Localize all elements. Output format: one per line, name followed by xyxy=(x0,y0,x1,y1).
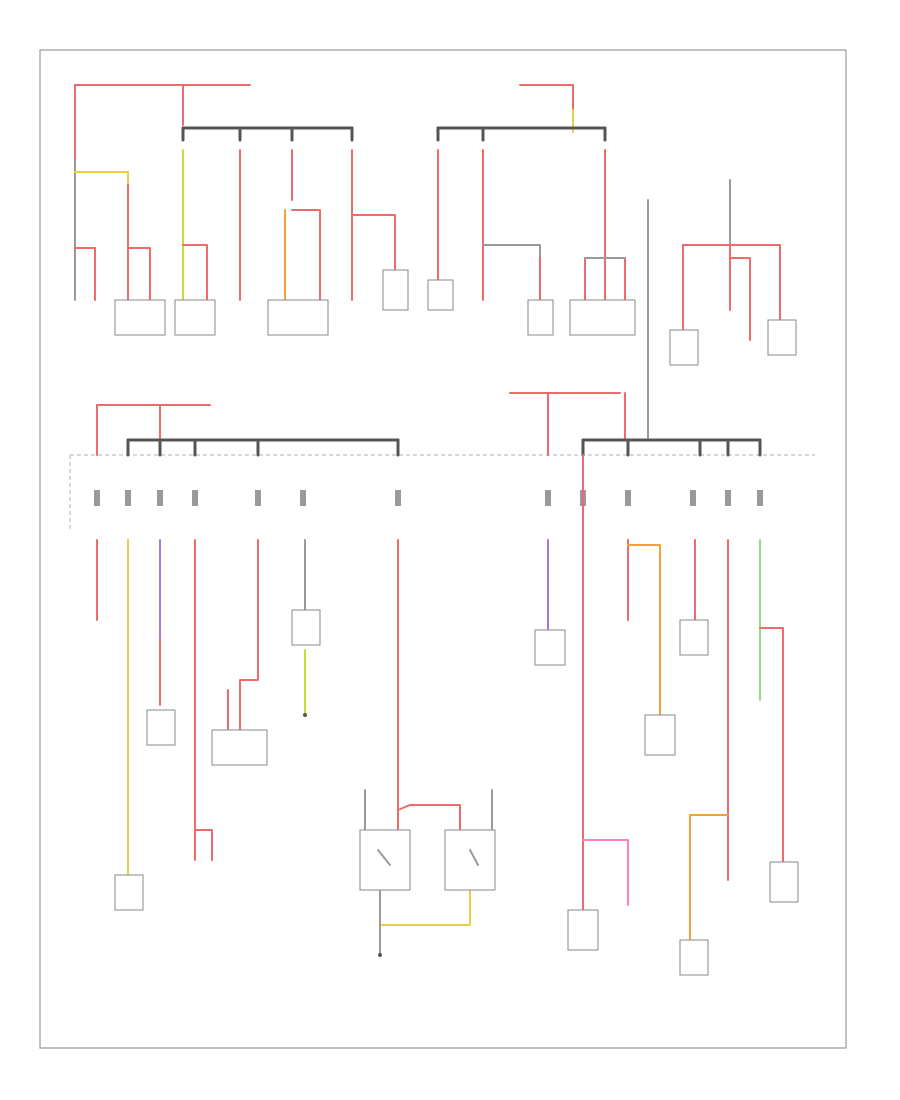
wire-gray xyxy=(364,789,493,831)
component-box xyxy=(669,329,699,366)
component-box xyxy=(174,299,216,336)
wire-gray xyxy=(482,244,541,301)
component-box xyxy=(679,939,709,976)
wire-red xyxy=(759,627,784,863)
wire-red xyxy=(584,257,626,301)
relay-box xyxy=(444,829,496,891)
component-box xyxy=(291,609,321,646)
lower-circuit-section xyxy=(96,454,799,976)
fuse xyxy=(94,490,100,506)
component-box xyxy=(769,861,799,903)
bus-bar xyxy=(126,438,400,457)
wire-red xyxy=(194,829,213,861)
upper-fuse-section xyxy=(74,84,797,441)
fuse xyxy=(255,490,261,506)
wire-red xyxy=(351,214,396,271)
component-box xyxy=(382,269,409,311)
bus-bar xyxy=(581,438,762,457)
wire-orange xyxy=(627,544,661,716)
component-box xyxy=(211,729,268,766)
component-box xyxy=(114,299,166,336)
fuse xyxy=(300,490,306,506)
ground-symbol xyxy=(303,713,307,717)
component-box xyxy=(567,909,599,951)
wire-red xyxy=(127,247,151,301)
middle-fuse-section xyxy=(94,392,763,506)
component-box xyxy=(569,299,636,336)
component-box xyxy=(267,299,329,336)
component-box xyxy=(644,714,676,756)
wire-yellow xyxy=(379,889,471,926)
diagram-frame xyxy=(39,49,847,1049)
fuse xyxy=(395,490,401,506)
bus-bar xyxy=(436,126,607,142)
fuse xyxy=(157,490,163,506)
ground-symbol xyxy=(378,953,382,957)
fuse xyxy=(690,490,696,506)
fuse xyxy=(625,490,631,506)
component-box xyxy=(679,619,709,656)
wire-orange xyxy=(689,814,729,941)
bus-bar xyxy=(181,126,354,142)
component-box xyxy=(767,319,797,356)
wire-red xyxy=(74,247,96,301)
component-box xyxy=(427,279,454,311)
wire-red xyxy=(519,84,574,111)
wire-red xyxy=(397,804,461,831)
fuse xyxy=(192,490,198,506)
wire-red xyxy=(182,244,208,301)
wire-red xyxy=(291,209,321,301)
component-box xyxy=(534,629,566,666)
wire-pink xyxy=(582,839,629,906)
wire-red xyxy=(729,257,751,341)
fuse xyxy=(125,490,131,506)
relay-coil xyxy=(377,849,479,866)
fuse-row xyxy=(94,490,763,506)
fuse xyxy=(757,490,763,506)
wire-red xyxy=(239,539,259,731)
component-box xyxy=(527,299,554,336)
component-box xyxy=(114,874,144,911)
wire-yellow xyxy=(74,171,129,186)
fuse xyxy=(545,490,551,506)
component-box xyxy=(146,709,176,746)
fuse xyxy=(725,490,731,506)
